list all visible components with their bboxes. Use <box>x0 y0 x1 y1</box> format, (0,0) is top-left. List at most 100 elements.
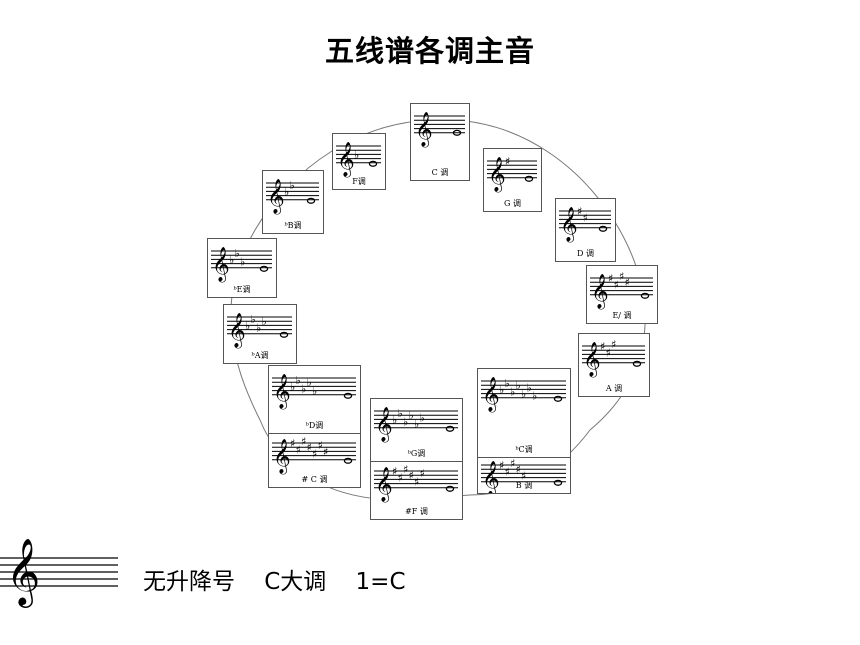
flat-icon: ♭ <box>251 313 256 326</box>
flat-icon: ♭ <box>414 418 419 431</box>
key-label: F调 <box>352 177 366 186</box>
treble-clef-icon: 𝄞 <box>0 537 118 608</box>
sharp-icon: ♯ <box>414 476 419 489</box>
key-label: B 调 <box>516 481 532 490</box>
bottom-caption: 无升降号 C大调 1=C <box>143 569 406 595</box>
key-staff: 𝄞♯♯♯A 调 <box>582 338 645 393</box>
key-staff: 𝄞♭♭♭♭ᵇA调 <box>227 313 292 360</box>
key-staff: 𝄞♭♭♭♭♭♭♭ᵇC调 <box>481 377 566 454</box>
flat-icon: ♭ <box>290 380 295 393</box>
svg-text:𝄞: 𝄞 <box>6 537 40 608</box>
key-staff: 𝄞♭♭♭ᵇE调 <box>211 247 272 294</box>
key-label: ᵇG调 <box>408 449 426 458</box>
whole-note-icon <box>279 331 289 338</box>
sharp-icon: ♯ <box>625 276 630 289</box>
key-staff: 𝄞♯♯♯♯E/ 调 <box>590 270 653 320</box>
whole-note-icon <box>343 392 353 399</box>
key-staff: 𝄞♯♯♯♯♯B 调 <box>481 457 566 493</box>
flat-icon: ♭ <box>420 411 425 424</box>
sharp-icon: ♯ <box>608 272 613 285</box>
treble-clef-icon: 𝄞 <box>273 439 291 475</box>
whole-note-icon <box>553 479 563 486</box>
key-label: E/ 调 <box>612 311 631 320</box>
sharp-icon: ♯ <box>583 211 588 224</box>
whole-note-icon <box>598 225 608 232</box>
treble-clef-icon: 𝄞 <box>583 342 601 378</box>
key-staff: 𝄞♭♭♭♭♭♭ᵇG调 <box>374 407 458 458</box>
treble-clef-icon: 𝄞 <box>375 407 393 443</box>
key-staff: 𝄞♯♯♯♯♯♯#F 调 <box>374 463 458 516</box>
flat-icon: ♭ <box>301 383 306 396</box>
key-label: ᵇC调 <box>515 445 532 454</box>
key-label: ᵇB调 <box>284 221 301 230</box>
whole-note-icon <box>343 457 353 464</box>
key-card-g: 𝄞♯G 调 <box>483 148 542 212</box>
key-card-ab: 𝄞♭♭♭♭ᵇA调 <box>223 304 297 364</box>
treble-clef-icon: 𝄞 <box>228 313 246 349</box>
key-card-a: 𝄞♯♯♯A 调 <box>578 333 650 397</box>
sharp-icon: ♯ <box>312 448 317 461</box>
key-staff: 𝄞♭♭♭♭♭ᵇD调 <box>272 374 356 430</box>
key-card-cs: 𝄞♯♯♯♯♯♯♯# C 调 <box>268 430 361 488</box>
treble-clef-icon: 𝄞 <box>375 467 393 503</box>
key-card-b: 𝄞♯♯♯♯♯B 调 <box>477 452 571 494</box>
key-staff: 𝄞♯G 调 <box>487 155 537 208</box>
treble-clef-icon: 𝄞 <box>273 374 291 410</box>
flat-icon: ♭ <box>532 390 537 403</box>
whole-note-icon <box>524 175 534 182</box>
sharp-icon: ♯ <box>403 463 408 476</box>
flat-icon: ♭ <box>354 148 359 161</box>
sharp-icon: ♯ <box>614 278 619 291</box>
sharp-icon: ♯ <box>307 441 312 454</box>
key-label: A 调 <box>605 384 622 393</box>
sharp-icon: ♯ <box>600 340 605 353</box>
flat-icon: ♭ <box>505 377 510 390</box>
flat-icon: ♭ <box>245 319 250 332</box>
flat-icon: ♭ <box>235 247 240 260</box>
flat-icon: ♭ <box>256 322 261 335</box>
key-card-f: 𝄞♭F调 <box>332 133 386 190</box>
sharp-icon: ♯ <box>420 467 425 480</box>
key-card-bb: 𝄞♭♭ᵇB调 <box>262 170 324 234</box>
treble-clef-icon: 𝄞 <box>482 377 500 413</box>
flat-icon: ♭ <box>229 253 234 266</box>
flat-icon: ♭ <box>284 185 289 198</box>
flat-icon: ♭ <box>240 256 245 269</box>
sharp-icon: ♯ <box>290 437 295 450</box>
key-label: ᵇD调 <box>306 421 324 430</box>
flat-icon: ♭ <box>262 315 267 328</box>
treble-clef-icon: 𝄞 <box>267 179 285 215</box>
whole-note-icon <box>306 197 316 204</box>
whole-note-icon <box>445 425 455 432</box>
sharp-icon: ♯ <box>301 435 306 448</box>
sharp-icon: ♯ <box>577 205 582 218</box>
key-label: #F 调 <box>405 507 428 516</box>
whole-note-icon <box>452 129 462 136</box>
flat-icon: ♭ <box>296 374 301 387</box>
key-card-gb: 𝄞♭♭♭♭♭♭ᵇG调 <box>370 398 463 462</box>
flat-icon: ♭ <box>398 407 403 420</box>
sharp-icon: ♯ <box>398 471 403 484</box>
key-label: ᵇE调 <box>233 285 250 294</box>
treble-clef-icon: 𝄞 <box>560 207 578 243</box>
sharp-icon: ♯ <box>516 463 521 476</box>
flat-icon: ♭ <box>516 379 521 392</box>
flat-icon: ♭ <box>290 179 295 192</box>
key-card-e: 𝄞♯♯♯♯E/ 调 <box>586 265 658 324</box>
treble-clef-icon: 𝄞 <box>212 247 230 283</box>
sharp-icon: ♯ <box>505 155 510 168</box>
whole-note-icon <box>259 265 269 272</box>
whole-note-icon <box>553 395 563 402</box>
flat-icon: ♭ <box>392 413 397 426</box>
whole-note-icon <box>632 360 642 367</box>
flat-icon: ♭ <box>409 409 414 422</box>
page-title: 五线谱各调主音 <box>324 34 535 68</box>
flat-icon: ♭ <box>307 376 312 389</box>
treble-clef-icon: 𝄞 <box>415 112 433 148</box>
sharp-icon: ♯ <box>611 338 616 351</box>
key-card-fs: 𝄞♯♯♯♯♯♯#F 调 <box>370 458 463 520</box>
key-staff: 𝄞♯♯♯♯♯♯♯# C 调 <box>272 435 356 484</box>
key-card-eb: 𝄞♭♭♭ᵇE调 <box>207 238 277 298</box>
key-label: # C 调 <box>302 475 328 484</box>
key-label: G 调 <box>504 199 521 208</box>
